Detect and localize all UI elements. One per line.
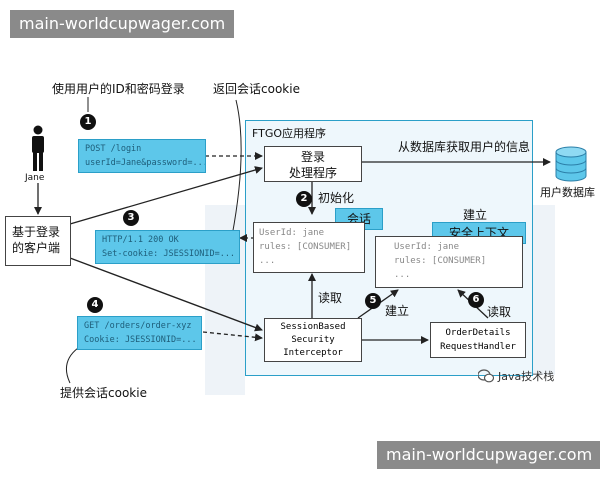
chat-icon [477, 368, 495, 383]
security-context-line3: ... [394, 270, 411, 280]
security-context-line1: UserId: jane [394, 242, 460, 252]
interceptor-box: SessionBased Security Interceptor [264, 318, 362, 362]
interceptor-line2: Security [291, 335, 335, 345]
login-note: 使用用户的ID和密码登录 [52, 82, 185, 96]
security-context-line2: rules: [CONSUMER] [394, 256, 487, 266]
curve-return-cookie [231, 99, 242, 237]
client-label-line2: 的客户端 [12, 241, 61, 255]
interceptor-line3: Interceptor [283, 348, 343, 358]
response-line2: Set-cookie: JSESSIONID=... [102, 249, 236, 259]
watermark-top: main-worldcupwager.com [10, 10, 235, 38]
database-label: 用户数据库 [540, 186, 595, 199]
session-box: UserId: jane rules: [CONSUMER] ... [253, 222, 365, 273]
orders-request-line2: Cookie: JSESSIONID=... [84, 335, 197, 345]
db-fetch-note: 从数据库获取用户的信息 [398, 140, 531, 154]
user-name: Jane [25, 173, 45, 183]
arrow-orders-to-interceptor [202, 331, 263, 342]
source-badge-text: Java技术栈 [498, 370, 555, 383]
step-3-badge: 3 [123, 210, 139, 226]
establish-mid-label: 建立 [385, 304, 410, 318]
step-5-badge: 5 [365, 293, 381, 309]
establish-top-label: 建立 [463, 208, 488, 222]
app-title: FTGO应用程序 [252, 127, 327, 140]
login-handler-line1: 登录 [300, 150, 325, 164]
client-label-line1: 基于登录 [12, 225, 61, 239]
step-1-badge: 1 [80, 114, 96, 130]
session-line1: UserId: jane [259, 228, 325, 238]
background-block [533, 205, 555, 375]
step-4-badge: 4 [87, 297, 103, 313]
arrow-client-to-interceptor [69, 257, 263, 332]
interceptor-line1: SessionBased [280, 322, 346, 332]
read-left-label: 读取 [318, 291, 343, 305]
return-cookie-note: 返回会话cookie [213, 82, 300, 96]
order-handler-line1: OrderDetails [445, 328, 511, 338]
order-handler-box: OrderDetails RequestHandler [430, 322, 526, 358]
watermark-bottom: main-worldcupwager.com [377, 441, 600, 469]
session-line2: rules: [CONSUMER] [259, 242, 352, 252]
order-handler-line2: RequestHandler [440, 342, 516, 352]
login-handler-line2: 处理程序 [288, 166, 337, 180]
read-right-label: 读取 [487, 305, 512, 319]
step-2-badge: 2 [296, 191, 312, 207]
security-context-box: UserId: jane rules: [CONSUMER] ... [375, 236, 523, 288]
pointer-provide-cookie [65, 347, 79, 384]
login-request-line2: userId=Jane&password=... [85, 158, 206, 168]
provide-cookie-note: 提供会话cookie [60, 386, 147, 400]
orders-request: GET /orders/order-xyz Cookie: JSESSIONID… [77, 316, 202, 350]
step-6-badge: 6 [468, 292, 484, 308]
login-request-line1: POST /login [85, 144, 142, 154]
init-label: 初始化 [318, 191, 355, 205]
login-handler-box: 登录 处理程序 [264, 146, 362, 182]
database-icon [555, 146, 587, 182]
orders-request-line1: GET /orders/order-xyz [84, 321, 192, 331]
client-box: 基于登录 的客户端 [5, 216, 71, 266]
arrow-client-to-login [69, 166, 263, 225]
response-line1: HTTP/1.1 200 OK [102, 235, 179, 245]
response-tag: HTTP/1.1 200 OK Set-cookie: JSESSIONID=.… [95, 230, 240, 264]
person-icon [32, 125, 44, 171]
login-request: POST /login userId=Jane&password=... [78, 139, 206, 173]
session-line3: ... [259, 256, 276, 266]
